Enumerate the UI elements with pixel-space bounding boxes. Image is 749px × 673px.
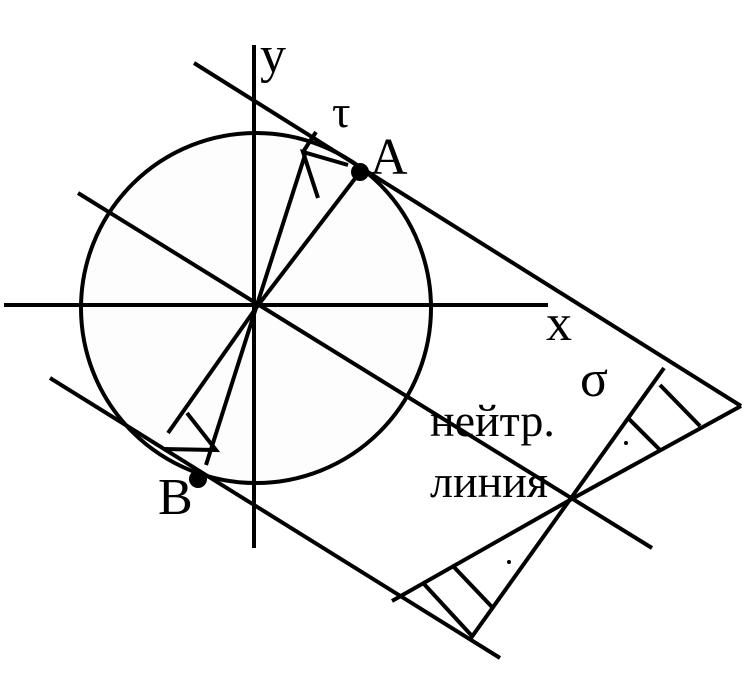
hatch-lower-2 [422,582,474,638]
sigma-label: σ [580,351,608,408]
point-a-label: A [370,129,408,186]
y-axis-label: y [260,27,286,84]
tau-arrowhead-b [162,411,221,453]
neutral-line [76,191,654,550]
point-a-dot [351,163,369,181]
stress-dot-upper [624,441,628,445]
hatch-upper-1 [658,383,702,428]
tangent-line-a [192,61,743,408]
hatch-lower-1 [450,563,494,609]
neutral-line-label-2: линия [430,456,548,507]
stress-lower-edge [391,498,571,603]
neutral-line-label-1: нейтр. [430,395,555,446]
hatch-upper-2 [626,416,662,452]
tau-arrow-tick-a [301,130,318,154]
point-b-dot [189,470,207,488]
point-b-label: B [158,469,193,526]
radius-to-a [254,170,362,310]
tau-vector-a [254,154,307,309]
stress-dot-lower [507,560,511,564]
tau-vector-b [204,307,258,466]
tangent-line-b [48,376,502,660]
radius-to-b [166,306,258,435]
stress-upper-edge [569,404,742,502]
x-axis-label: x [546,295,572,352]
tau-label: τ [332,86,351,137]
